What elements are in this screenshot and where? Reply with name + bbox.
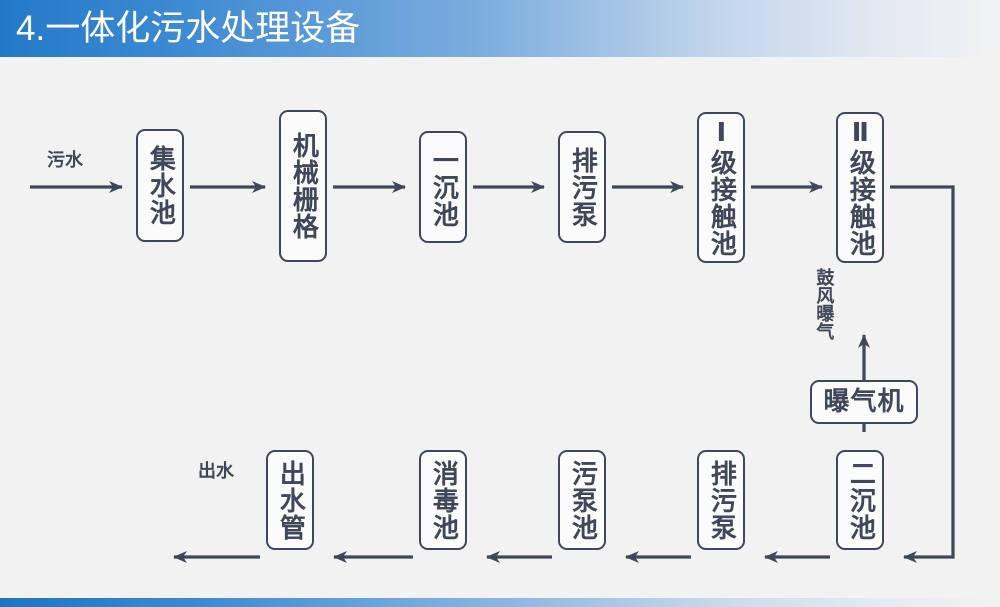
node-label: Ⅰ级接触池 bbox=[706, 118, 737, 257]
node-aerator[interactable]: 曝气机 bbox=[810, 380, 918, 424]
node-sludge-pump-tank[interactable]: 污泵池 bbox=[558, 450, 606, 550]
edge-label-blower-aeration: 鼓风曝气 bbox=[813, 268, 835, 340]
node-outlet-pipe[interactable]: 出水管 bbox=[266, 450, 314, 550]
node-sludge-discharge-pump[interactable]: 排污泵 bbox=[697, 450, 745, 550]
node-label: 排污泵 bbox=[567, 146, 598, 228]
node-label: 二沉池 bbox=[845, 459, 876, 541]
node-label: 排污泵 bbox=[706, 459, 737, 541]
flowchart-canvas: 集水池 机械栅格 一沉池 排污泵 Ⅰ级接触池 Ⅱ级接触池 曝气机 二沉池 排污泵… bbox=[0, 57, 1000, 598]
node-label: 集水池 bbox=[145, 145, 176, 226]
node-label: Ⅱ级接触池 bbox=[845, 118, 876, 257]
node-primary-settling-tank[interactable]: 一沉池 bbox=[419, 131, 467, 243]
edge-label-effluent: 出水 bbox=[198, 461, 234, 482]
node-sewage-pump[interactable]: 排污泵 bbox=[558, 131, 606, 243]
node-secondary-settling-tank[interactable]: 二沉池 bbox=[836, 450, 884, 550]
node-label: 一沉池 bbox=[428, 146, 459, 228]
node-collection-tank[interactable]: 集水池 bbox=[136, 129, 184, 242]
node-label: 机械栅格 bbox=[288, 132, 319, 240]
edge-label-influent: 污水 bbox=[47, 150, 83, 171]
edge-contact-tank-2-to-secondary-settling bbox=[890, 185, 955, 563]
node-disinfection-tank[interactable]: 消毒池 bbox=[419, 450, 467, 550]
node-mechanical-grille[interactable]: 机械栅格 bbox=[279, 110, 327, 262]
node-contact-tank-1[interactable]: Ⅰ级接触池 bbox=[697, 112, 745, 263]
title-bar: 4.一体化污水处理设备 bbox=[0, 0, 1000, 57]
page-title: 4.一体化污水处理设备 bbox=[16, 9, 361, 48]
node-contact-tank-2[interactable]: Ⅱ级接触池 bbox=[836, 112, 884, 263]
footer-bar bbox=[0, 598, 1000, 607]
node-label: 曝气机 bbox=[823, 387, 905, 417]
node-label: 消毒池 bbox=[428, 459, 459, 541]
node-label: 出水管 bbox=[275, 459, 306, 541]
flow-connectors bbox=[30, 181, 955, 563]
node-label: 污泵池 bbox=[567, 459, 598, 541]
